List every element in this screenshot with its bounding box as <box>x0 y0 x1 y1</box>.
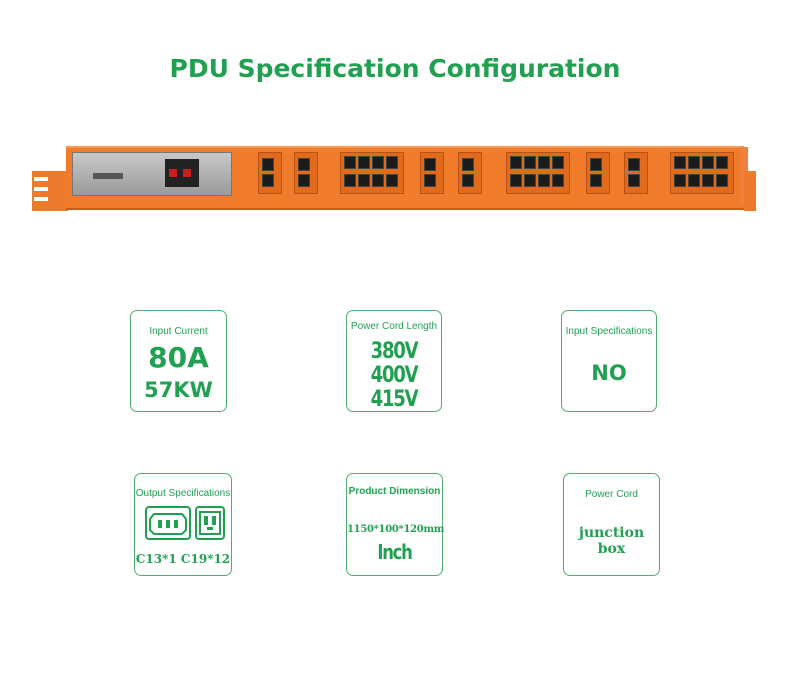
outlet-socket <box>674 174 686 187</box>
bracket-slot <box>34 177 48 181</box>
mounting-bracket-right <box>744 171 756 211</box>
outlet-socket <box>344 156 356 169</box>
outlet-socket <box>716 156 728 169</box>
outlet-socket <box>716 174 728 187</box>
product-dimension-card: Product Dimension 1150*100*120mm Inch <box>346 473 445 576</box>
input-current-value: 80A <box>148 341 209 374</box>
input-power-value: 57KW <box>144 378 213 402</box>
power-cord-value: junction box <box>578 525 645 557</box>
outlet-socket <box>462 174 474 187</box>
output-specifications-value: C13*1 C19*12 <box>135 552 231 566</box>
outlet-socket <box>386 174 398 187</box>
product-dimension-size: 1150*100*120mm <box>347 524 445 535</box>
outlet-socket <box>298 174 310 187</box>
voltage-415: 415V <box>370 387 419 412</box>
outlet-socket <box>524 156 536 169</box>
input-specifications-label: Input Specifications <box>565 326 653 337</box>
outlet-socket <box>552 174 564 187</box>
bracket-slot <box>34 187 48 191</box>
outlet-socket <box>344 174 356 187</box>
outlet-socket <box>462 158 474 171</box>
c13-outlet-icon <box>145 506 191 540</box>
input-specifications-value: NO <box>591 361 627 385</box>
outlet-socket <box>358 156 370 169</box>
outlet-socket <box>628 158 640 171</box>
c19-outlet-icon <box>195 506 225 540</box>
voltage-380: 380V <box>370 339 419 364</box>
output-specifications-label: Output Specifications <box>135 488 231 499</box>
pdu-open-compartment <box>72 152 232 196</box>
outlet-socket <box>590 174 602 187</box>
input-current-label: Input Current <box>149 326 208 337</box>
power-cord-card: Power Cord junction box <box>563 473 660 576</box>
power-cord-label: Power Cord <box>585 489 638 500</box>
product-dimension-unit: Inch <box>377 540 412 564</box>
outlet-socket <box>386 156 398 169</box>
voltage-400: 400V <box>370 363 419 388</box>
output-specifications-card: Output Specifications C13*1 C19*12 <box>134 473 232 576</box>
outlet-socket <box>628 174 640 187</box>
outlet-socket <box>538 156 550 169</box>
outlet-socket <box>298 158 310 171</box>
product-dimension-label: Product Dimension <box>348 486 441 497</box>
outlet-socket <box>702 174 714 187</box>
power-cord-length-card: Power Cord Length 380V 400V 415V <box>346 310 442 412</box>
wire-bundle <box>93 173 123 179</box>
pdu-product-image <box>32 143 756 213</box>
outlet-socket <box>552 156 564 169</box>
outlet-socket <box>262 174 274 187</box>
outlet-socket <box>510 156 522 169</box>
outlet-socket <box>372 156 384 169</box>
power-cord-length-label: Power Cord Length <box>350 321 438 332</box>
input-specifications-card: Input Specifications NO <box>561 310 657 412</box>
pdu-body <box>66 146 744 210</box>
terminal-red <box>169 169 177 177</box>
outlet-socket <box>688 174 700 187</box>
outlet-socket <box>702 156 714 169</box>
page-title: PDU Specification Configuration <box>169 54 621 83</box>
outlet-socket <box>674 156 686 169</box>
outlet-socket <box>688 156 700 169</box>
outlet-socket <box>590 158 602 171</box>
outlet-socket <box>524 174 536 187</box>
terminal-red <box>183 169 191 177</box>
outlet-socket <box>372 174 384 187</box>
outlet-socket <box>424 174 436 187</box>
outlet-socket <box>262 158 274 171</box>
outlet-socket <box>538 174 550 187</box>
bracket-slot <box>34 197 48 201</box>
outlet-socket <box>358 174 370 187</box>
input-current-card: Input Current 80A 57KW <box>130 310 227 412</box>
outlet-socket <box>510 174 522 187</box>
outlet-socket <box>424 158 436 171</box>
